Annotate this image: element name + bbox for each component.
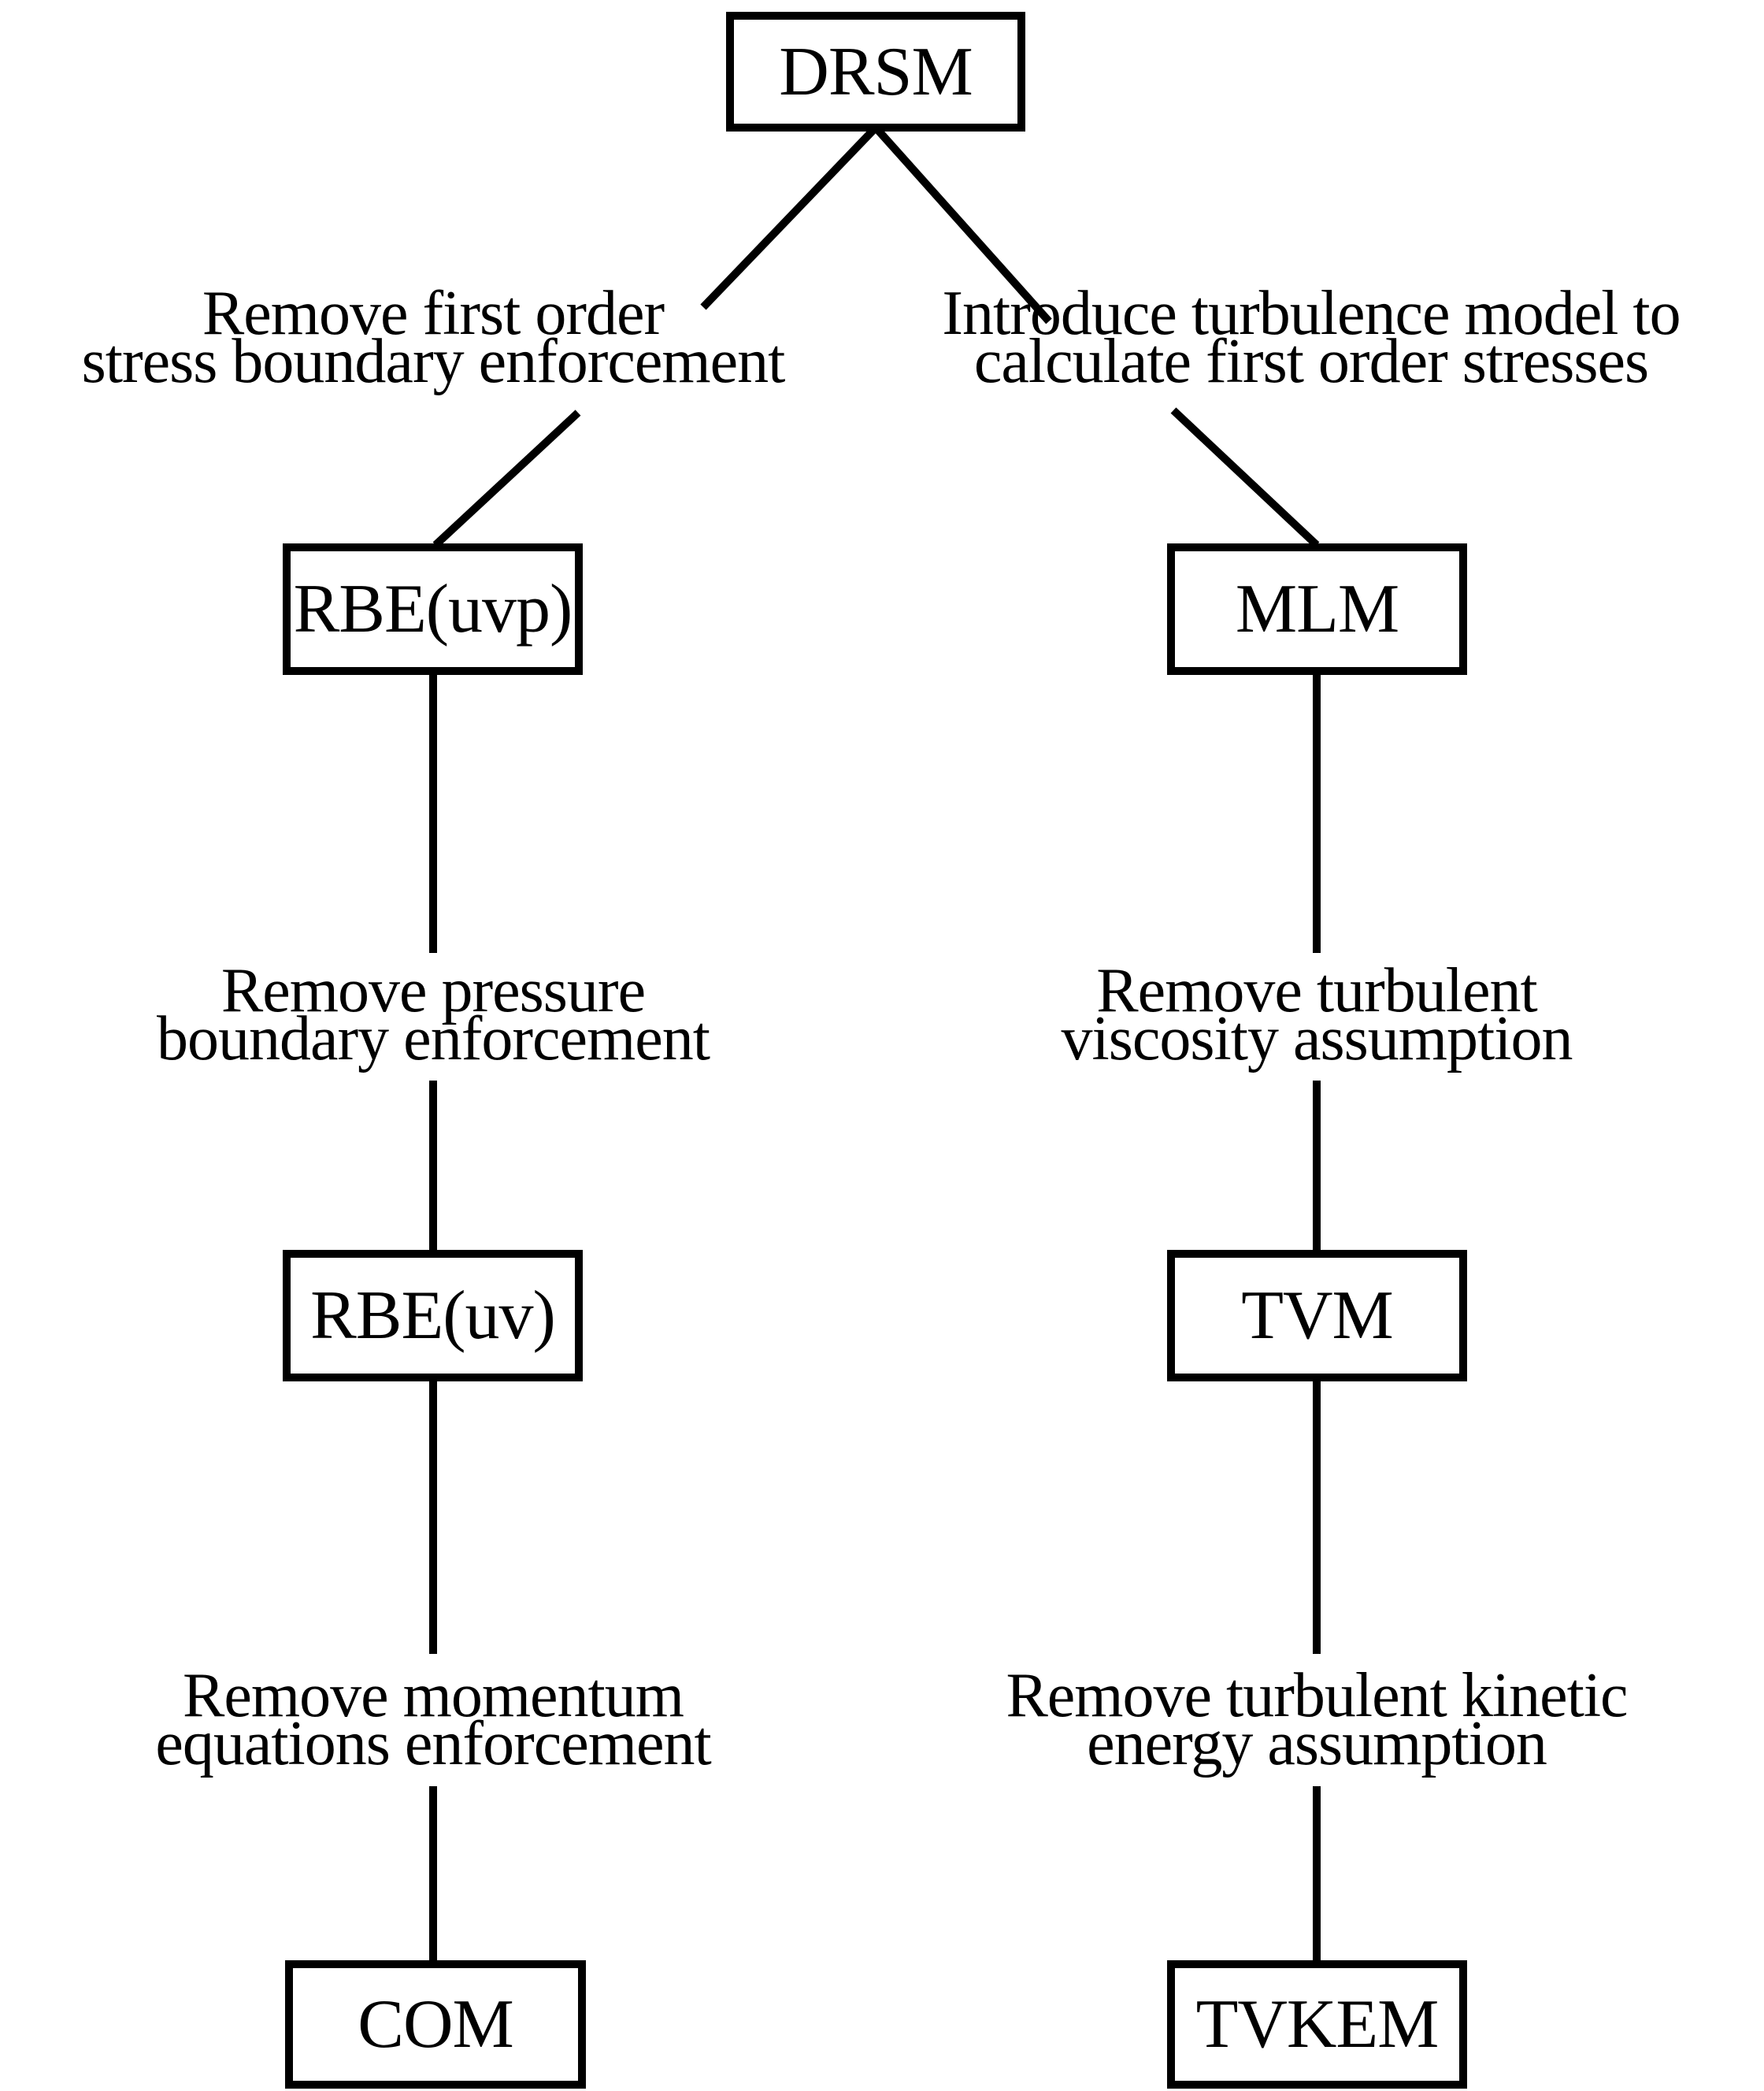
edge-label-line: boundary enforcement bbox=[157, 1004, 710, 1073]
edge-label-line: Remove momentum bbox=[182, 1661, 684, 1730]
node-tvm-label: TVM bbox=[1241, 1277, 1394, 1354]
edge-label-line: Remove pressure bbox=[220, 956, 646, 1025]
edge-drsm-to-left-label bbox=[700, 124, 879, 310]
node-rbe-uv: RBE(uv) bbox=[283, 1250, 583, 1381]
node-tvkem-label: TVKEM bbox=[1195, 1986, 1440, 2063]
edge-label-remove-first-order-stress-boundary: Remove first order stress boundary enfor… bbox=[0, 279, 866, 396]
edge-label-line: Introduce turbulence model to bbox=[942, 279, 1681, 348]
edge-label-line: viscosity assumption bbox=[1061, 1004, 1573, 1073]
node-com: COM bbox=[285, 1960, 586, 2089]
edge-label-remove-turbulent-kinetic-energy: Remove turbulent kinetic energy assumpti… bbox=[884, 1661, 1750, 1778]
node-com-label: COM bbox=[358, 1986, 513, 2063]
node-mlm-label: MLM bbox=[1235, 571, 1399, 647]
node-drsm: DRSM bbox=[726, 12, 1025, 132]
edge-label-line: Remove first order bbox=[202, 279, 665, 348]
node-tvkem: TVKEM bbox=[1167, 1960, 1467, 2089]
node-mlm: MLM bbox=[1167, 543, 1467, 675]
edge-label-remove-pressure-boundary: Remove pressure boundary enforcement bbox=[0, 956, 866, 1073]
edge-label-line: Remove turbulent bbox=[1096, 956, 1537, 1025]
edge-label-remove-turbulent-viscosity: Remove turbulent viscosity assumption bbox=[884, 956, 1750, 1073]
edge-label-line: energy assumption bbox=[1087, 1709, 1547, 1778]
edge-left-label-to-rbe-uvp bbox=[432, 410, 581, 548]
node-rbe-uvp: RBE(uvp) bbox=[283, 543, 583, 675]
node-rbe-uv-label: RBE(uv) bbox=[310, 1277, 556, 1354]
edge-label-line: calculate first order stresses bbox=[973, 327, 1649, 396]
edge-label-line: equations enforcement bbox=[155, 1709, 711, 1778]
edge-label-remove-momentum-equations: Remove momentum equations enforcement bbox=[0, 1661, 866, 1778]
edge-label-introduce-turbulence-model: Introduce turbulence model to calculate … bbox=[870, 279, 1752, 396]
node-tvm: TVM bbox=[1167, 1250, 1467, 1381]
node-rbe-uvp-label: RBE(uvp) bbox=[293, 571, 573, 647]
edge-label-line: stress boundary enforcement bbox=[81, 327, 786, 396]
edge-right-label-to-mlm bbox=[1170, 407, 1320, 548]
edge-label-line: Remove turbulent kinetic bbox=[1006, 1661, 1628, 1730]
edge-drsm-to-right-label bbox=[873, 124, 1052, 324]
node-drsm-label: DRSM bbox=[779, 33, 973, 110]
